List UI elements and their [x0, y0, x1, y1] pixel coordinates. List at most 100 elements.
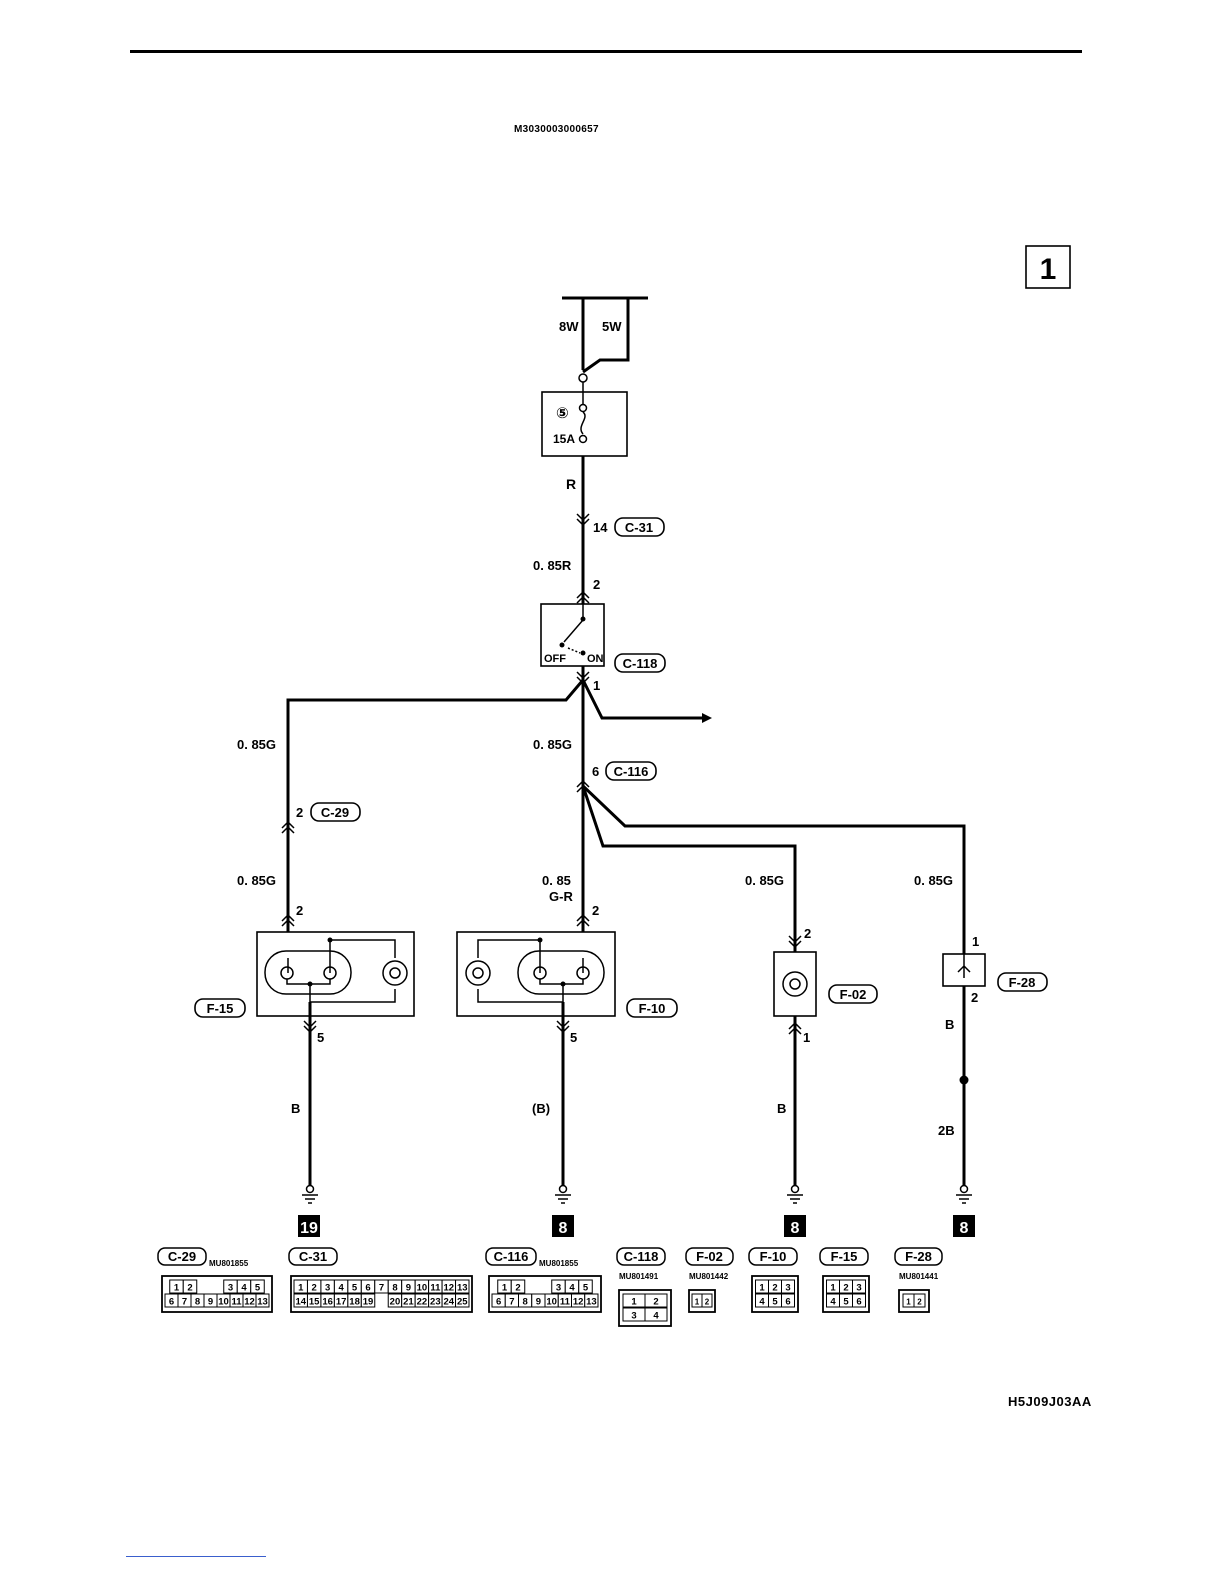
figure-code: H5J09J03AA: [1008, 1394, 1092, 1409]
connector-pin-label: 20: [390, 1297, 401, 1308]
f15-junction-bottom: [307, 981, 313, 987]
f02-ground-wire-label: B: [777, 1101, 786, 1116]
connector-view-tag-f-15: [819, 1247, 869, 1266]
connector-pin-label: 11: [560, 1297, 571, 1308]
connector-mark-c118-in: [576, 590, 590, 604]
connector-pin-label: 3: [228, 1283, 233, 1294]
c118-tag-label: C-118: [623, 656, 658, 671]
connector-part-number-c-118: MU801491: [619, 1272, 659, 1281]
connector-pin-label: 6: [785, 1297, 790, 1308]
connector-part-number-c-116: MU801855: [539, 1259, 579, 1268]
f10-ground-wire-label: (B): [532, 1101, 550, 1116]
connector-mark-f10-out: [556, 1020, 570, 1034]
connector-pin-cell: [510, 1279, 526, 1294]
connector-pin-label: 6: [169, 1297, 174, 1308]
connector-pin-label: 4: [338, 1283, 344, 1294]
f15-ground-wire-label: B: [291, 1101, 300, 1116]
wire-branch-right: [581, 679, 705, 720]
f15-tag: [194, 998, 246, 1018]
connector-view-name-f-10: F-10: [760, 1249, 787, 1264]
f15-pin-out: 5: [317, 1030, 324, 1045]
fuse-rating: 15A: [553, 432, 575, 446]
connector-pin-label: 22: [417, 1297, 428, 1308]
connector-pin-label: 3: [856, 1283, 861, 1294]
f28-wire-b-label: B: [945, 1017, 954, 1032]
connector-pin-cell: [455, 1293, 470, 1308]
fuse-terminal-bottom: [578, 434, 588, 444]
switch-lever: [563, 619, 584, 643]
connector-pin-label: 4: [241, 1283, 247, 1294]
connector-pin-label: 2: [843, 1283, 848, 1294]
connector-pin-label: 4: [830, 1297, 836, 1308]
switch-pin-out: 1: [593, 678, 600, 693]
connector-pin-label: 21: [403, 1297, 414, 1308]
connector-pin-label: 6: [365, 1283, 370, 1294]
connector-pin-label: 1: [695, 1298, 700, 1307]
connector-pin-label: 7: [379, 1283, 384, 1294]
connector-pin-label: 8: [522, 1297, 527, 1308]
switch-in-wire-label: 0. 85R: [533, 558, 572, 573]
page-index-label: 1: [1040, 253, 1057, 286]
center-trunk-wire-label: 0. 85G: [533, 737, 572, 752]
connector-pin-label: 2: [917, 1298, 922, 1307]
f15-ground-id-box: [298, 1215, 320, 1237]
connector-view-name-f-15: F-15: [831, 1249, 858, 1264]
f28-sensor-symbol: [957, 954, 971, 978]
connector-pin-label: 1: [631, 1297, 637, 1308]
c116-tag-label: C-116: [614, 764, 649, 779]
connector-pin-label: 25: [457, 1297, 468, 1308]
connector-view-tag-f-28: [894, 1247, 943, 1266]
connector-pin-cell: [644, 1307, 668, 1322]
connector-pin-label: 2: [653, 1297, 658, 1308]
connector-pin-label: 9: [406, 1283, 411, 1294]
connector-pin-label: 13: [457, 1283, 468, 1294]
fuse-number: ⑤: [556, 405, 569, 422]
connector-view-name-c-116: C-116: [494, 1249, 529, 1264]
f10-ground-id-box: [552, 1215, 574, 1237]
connector-pin-cell: [360, 1293, 376, 1308]
left-branch-wire-label: 0. 85G: [237, 737, 276, 752]
f15-in-wire-label: 0. 85G: [237, 873, 276, 888]
fuse-element: [580, 411, 586, 435]
connector-pin-label: 13: [586, 1297, 597, 1308]
connector-view-name-f-02: F-02: [696, 1249, 723, 1264]
c118-tag: [614, 653, 666, 673]
f28-ground-terminal: [959, 1184, 969, 1194]
footer-rule: [126, 1556, 266, 1557]
connector-pin-label: 2: [312, 1283, 317, 1294]
f28-ground-icon: [956, 1194, 972, 1204]
connector-pin-cell: [584, 1293, 599, 1308]
switch-pin-in: 2: [593, 577, 600, 592]
connector-pin-label: 18: [349, 1297, 360, 1308]
c31-pin-label: 14: [593, 520, 608, 535]
fuse-terminal-mid: [578, 403, 588, 413]
f10-tag-label: F-10: [639, 1001, 666, 1016]
f02-ground-id: 8: [791, 1220, 800, 1237]
connector-pin-label: 2: [772, 1283, 777, 1294]
connector-view-tag-c-31: [288, 1247, 338, 1266]
f02-tag: [828, 984, 878, 1004]
connector-pin-label: 2: [705, 1298, 710, 1307]
connector-pin-label: 4: [653, 1311, 659, 1322]
c29-tag-label: C-29: [321, 805, 349, 820]
fuse-terminal-top: [578, 373, 588, 383]
connector-pin-label: 8: [392, 1283, 397, 1294]
connector-view-tag-c-116: [485, 1247, 537, 1266]
f15-junction-top: [327, 937, 333, 943]
f15-bulb-main: [264, 950, 352, 995]
f28-tag-label: F-28: [1009, 975, 1036, 990]
f02-tag-label: F-02: [840, 987, 867, 1002]
connector-pin-label: 6: [496, 1297, 501, 1308]
c116-pin-label: 6: [592, 764, 599, 779]
f02-pin-in: 2: [804, 926, 811, 941]
connector-mark-f02-out: [788, 1021, 802, 1035]
connector-pin-label: 7: [509, 1297, 514, 1308]
f15-pin-in: 2: [296, 903, 303, 918]
power-label-5w: 5W: [602, 319, 622, 334]
connector-pin-label: 13: [257, 1297, 268, 1308]
f10-pin-out: 5: [570, 1030, 577, 1045]
f02-ground-terminal: [790, 1184, 800, 1194]
wire-to-f02: [581, 785, 797, 952]
